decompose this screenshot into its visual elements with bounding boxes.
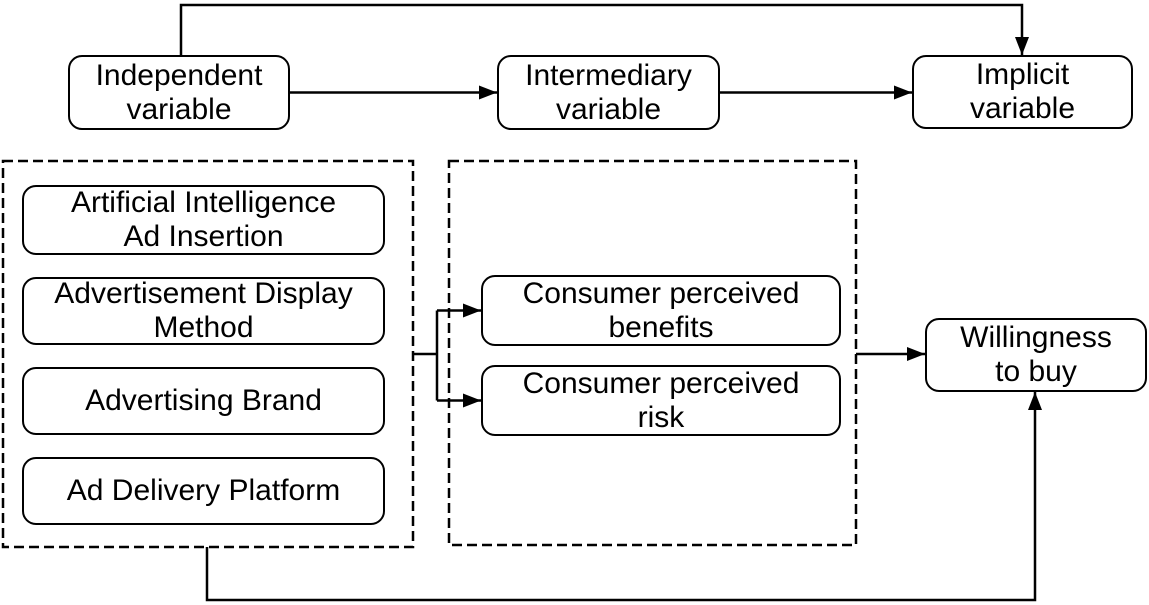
node-ai-ad-insertion: Artificial Intelligence Ad Insertion	[22, 185, 385, 255]
node-consumer-perceived-risk: Consumer perceived risk	[481, 365, 841, 436]
node-intermediary-variable: Intermediary variable	[497, 55, 720, 130]
node-willingness-to-buy: Willingness to buy	[925, 318, 1147, 392]
node-consumer-perceived-benefits: Consumer perceived benefits	[481, 275, 841, 346]
edge-independent-to-implicit	[179, 3, 1029, 55]
node-ad-delivery-platform: Ad Delivery Platform	[22, 457, 385, 525]
node-independent-variable: Independent variable	[68, 55, 290, 130]
edge-independent-group-to-willingness	[205, 392, 1042, 602]
node-advertising-brand: Advertising Brand	[22, 367, 385, 435]
node-implicit-variable: Implicit variable	[912, 55, 1133, 129]
node-advertisement-display-method: Advertisement Display Method	[22, 277, 385, 345]
intermediary-variables-group-outline	[447, 159, 858, 547]
